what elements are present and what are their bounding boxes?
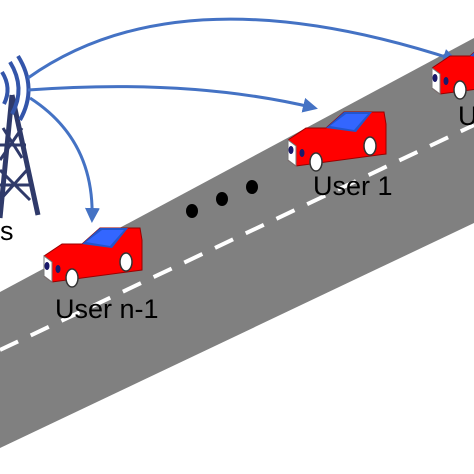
- ellipsis-dots: [186, 180, 258, 218]
- road: [0, 38, 474, 448]
- signal-waves-icon: [0, 54, 31, 121]
- arrow-to-user-n-1: [29, 96, 100, 223]
- arrow-to-user-1: [27, 85, 318, 113]
- lane-marking: [0, 123, 474, 352]
- label-user-n-1: User n-1: [55, 294, 159, 324]
- arrow-to-user-far: [27, 17, 458, 80]
- label-user-partial: U: [458, 101, 474, 131]
- cell-tower-icon: [0, 94, 41, 219]
- label-user-1: User 1: [313, 171, 393, 201]
- label-base-station-partial: s: [0, 216, 14, 246]
